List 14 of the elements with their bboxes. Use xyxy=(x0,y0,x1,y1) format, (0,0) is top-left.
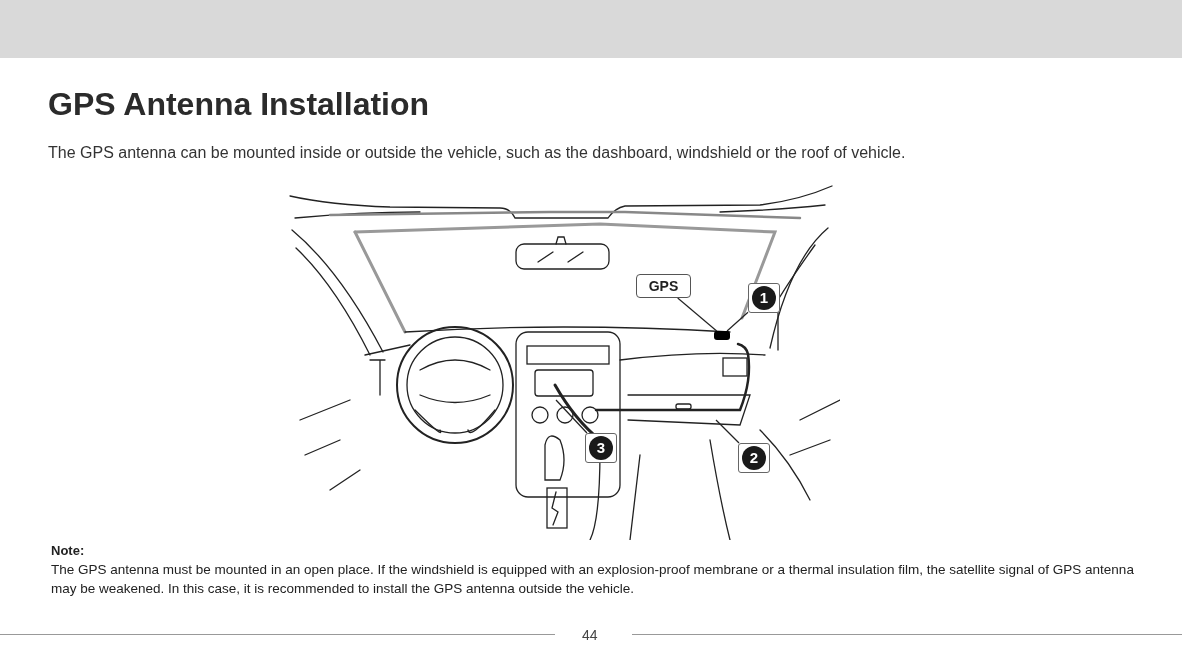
intro-text: The GPS antenna can be mounted inside or outside the vehicle, such as the dashboard, windshield or the roof of vehicle. xyxy=(48,143,906,163)
callout-number: 1 xyxy=(748,283,780,313)
page-title: GPS Antenna Installation xyxy=(48,85,430,124)
leader-line xyxy=(677,297,718,332)
leader-line xyxy=(726,311,749,332)
leader-line xyxy=(555,399,588,434)
antenna-puck xyxy=(714,331,730,340)
callout-label: GPS xyxy=(636,274,691,298)
callout-number: 2 xyxy=(738,443,770,473)
note-text: The GPS antenna must be mounted in an open place. If the windshield is equipped with an explosion-proof membrane or a thermal insulation film, the satellite signal of GPS antenna may be weakened. In this case, it is recommended to install the GPS antenna outside the vehicle. xyxy=(51,561,1135,598)
leader-line xyxy=(715,419,740,444)
callout-number: 3 xyxy=(585,433,617,463)
note-heading: Note: xyxy=(51,542,85,560)
page-number: 44 xyxy=(582,626,598,645)
